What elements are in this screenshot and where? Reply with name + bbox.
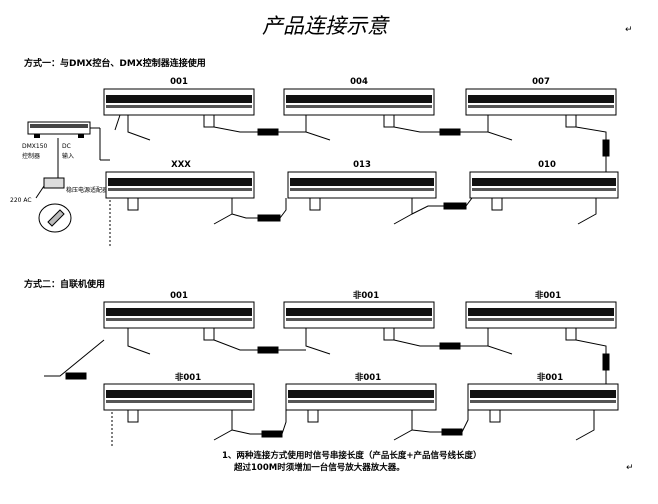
fixture-m1-r1-2 <box>283 88 435 141</box>
mode2-heading: 方式二：自联机使用 <box>24 278 105 290</box>
controller-model: DMX150 <box>22 143 48 150</box>
dmx-controller <box>27 121 110 180</box>
fixture-m2-r2-2 <box>285 383 437 441</box>
fixture-label: 004 <box>350 77 368 87</box>
note-line-1: 1、两种连接方式使用时信号串接长度（产品长度+产品信号线长度） <box>222 450 482 461</box>
fixture-m2-r1-2 <box>283 301 435 355</box>
fixture-label: 013 <box>353 160 371 170</box>
fixture-label: 非001 <box>175 372 201 383</box>
controller-port2: 输入 <box>62 152 74 160</box>
power-label: 220 AC <box>10 197 32 204</box>
return-mark: ↵ <box>625 25 633 35</box>
connector-m1-r1 <box>213 126 610 178</box>
fixture-label: 001 <box>170 77 188 87</box>
fixture-m2-r2-3 <box>467 383 619 441</box>
plug-detail-circle <box>38 203 72 233</box>
fixture-label: 非001 <box>537 372 563 383</box>
note-line-2: 超过100M时须增加一台信号放大器放大器。 <box>233 462 405 473</box>
fixture-m2-r2-1 <box>103 383 255 441</box>
controller-name: 控制器 <box>22 152 40 160</box>
fixture-m1-r1-3 <box>465 88 617 141</box>
mode1-heading: 方式一：与DMX控台、DMX控制器连接使用 <box>24 57 206 69</box>
return-mark: ↵ <box>626 463 634 473</box>
fixture-label: 010 <box>538 160 556 170</box>
fixture-label: 001 <box>170 291 188 301</box>
fixture-label: 非001 <box>353 290 379 301</box>
connector-m2-r1 <box>44 339 610 390</box>
plug-icon <box>47 209 65 227</box>
power-adapter <box>43 177 65 189</box>
fixture-m2-r1-1 <box>103 301 255 355</box>
page-title: 产品连接示意 <box>262 14 390 38</box>
fixture-m2-r1-3 <box>465 301 617 355</box>
controller-port1: DC <box>62 143 71 150</box>
adapter-label: 稳压电源适配器 <box>66 186 108 194</box>
fixture-label: 非001 <box>355 372 381 383</box>
fixture-label: 非001 <box>535 290 561 301</box>
fixture-m1-r2-2 <box>287 171 437 225</box>
connector-m2-r2 <box>111 410 469 446</box>
fixture-label: 007 <box>532 77 550 87</box>
fixture-label: XXX <box>171 160 191 170</box>
fixture-m1-r1-1 <box>103 88 255 141</box>
connector-m1-r2 <box>231 197 473 222</box>
fixture-m1-r2-1 <box>105 171 255 225</box>
fixture-m1-r2-3 <box>469 171 619 225</box>
